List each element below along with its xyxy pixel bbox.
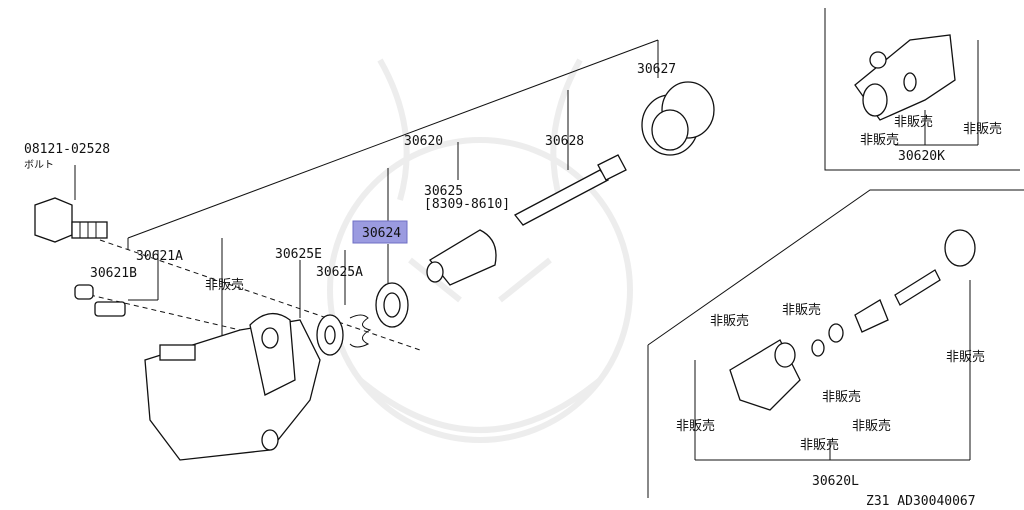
- label-30620L: 30620L: [812, 474, 859, 489]
- inset-frame-k: [824, 8, 1020, 171]
- label-kit-l-nfs-4: 非販売: [822, 389, 861, 405]
- bolt-part: [34, 197, 108, 243]
- cylinder-body-part: [144, 313, 321, 461]
- label-30624: 30624: [362, 226, 401, 241]
- push-rod-30628-part: [514, 154, 627, 226]
- label-kit-k-nfs-2: 非販売: [963, 121, 1002, 137]
- label-30628: 30628: [545, 134, 584, 149]
- label-kit-l-nfs-5: 非販売: [676, 418, 715, 434]
- kit-k-cylinder: [854, 34, 979, 146]
- label-kit-l-nfs-7: 非販売: [852, 418, 891, 434]
- label-kit-k-nfs-1: 非販売: [894, 114, 933, 130]
- bleeder-screw-part: [74, 284, 126, 317]
- boot-30627-part: [641, 81, 715, 156]
- watermark-crest: [327, 58, 633, 443]
- spring-30625A-part: [349, 314, 372, 348]
- label-30625E: 30625E: [275, 247, 322, 262]
- label-kit-l-nfs-2: 非販売: [782, 302, 821, 318]
- label-30625A: 30625A: [316, 265, 363, 280]
- label-kit-k-nfs-3: 非販売: [860, 132, 899, 148]
- label-30627: 30627: [637, 62, 676, 77]
- label-kit-l-nfs-3: 非販売: [946, 349, 985, 365]
- label-30620K: 30620K: [898, 149, 945, 164]
- kit-l-parts: [694, 229, 976, 461]
- inset-frame-l: [647, 189, 1024, 346]
- label-kit-l-nfs-1: 非販売: [710, 313, 749, 329]
- label-not-for-sale-main: 非販売: [205, 277, 244, 293]
- label-30625: 30625: [424, 184, 463, 199]
- label-30621A: 30621A: [136, 249, 183, 264]
- highlight-30624: [352, 220, 408, 244]
- label-30621B: 30621B: [90, 266, 137, 281]
- label-bolt-jp: ボルト: [24, 159, 54, 171]
- label-30620: 30620: [404, 134, 443, 149]
- piston-30625-part: [426, 229, 497, 286]
- label-bolt-code: 08121-02528: [24, 142, 110, 157]
- label-30625-range: [8309-8610]: [424, 197, 510, 212]
- footer-code: Z31 AD30040067: [866, 494, 976, 509]
- label-kit-l-nfs-6: 非販売: [800, 437, 839, 453]
